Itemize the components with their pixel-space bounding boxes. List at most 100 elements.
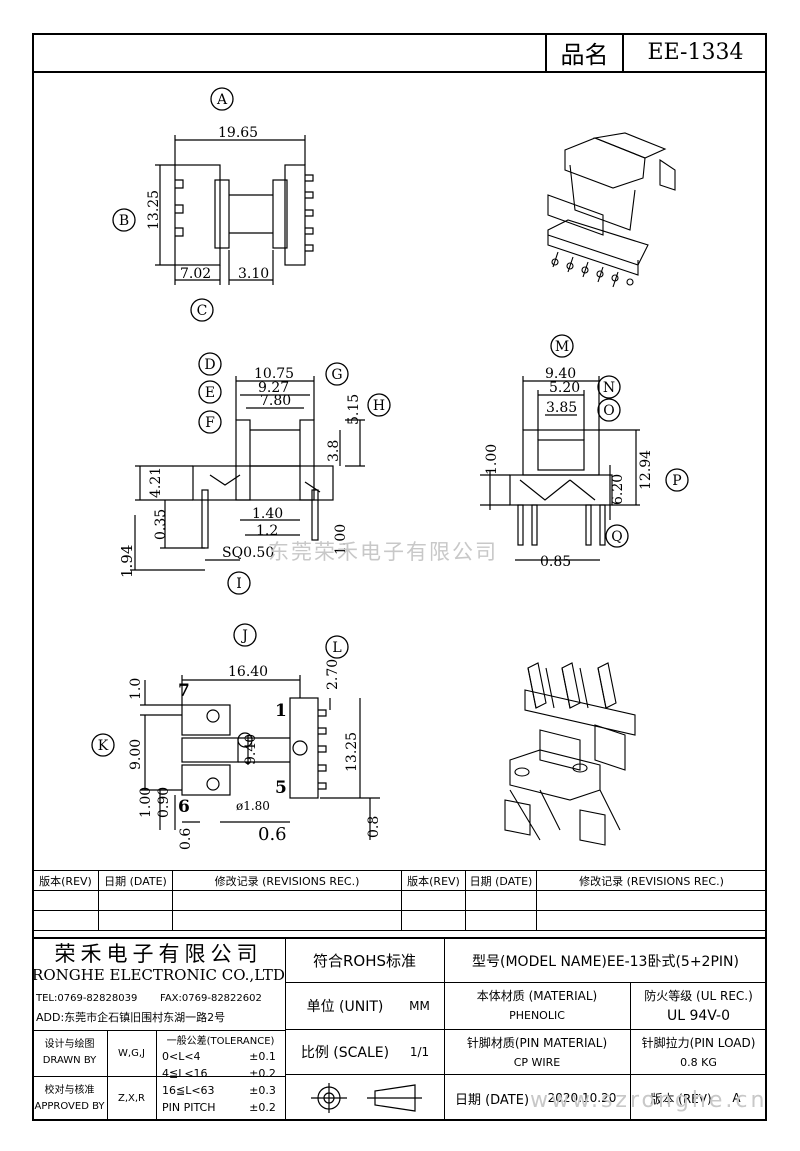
dim-d-1: 10.75 — [254, 366, 294, 382]
approved-by-value: Z,X,R — [117, 1093, 145, 1104]
callout-p: P — [672, 473, 681, 489]
view-d-front — [130, 376, 365, 571]
tolerance-range: 16≦L<63 — [162, 1084, 215, 1097]
dim-j-b3: 0.8 — [366, 816, 382, 838]
model-name: 型号(MODEL NAME)EE-13卧式(5+2PIN) — [472, 953, 739, 970]
drawing-frame — [32, 33, 767, 1121]
rev-col-rev: 版本(REV) — [32, 870, 99, 891]
dim-m-pitch: 0.85 — [540, 554, 571, 570]
view-j-bottom — [140, 675, 380, 840]
rev-value: A — [732, 1091, 741, 1105]
revision-header-row: 版本(REV) 日期 (DATE) 修改记录 (REVISIONS REC.) … — [32, 870, 767, 891]
scale-value: 1/1 — [409, 1045, 430, 1059]
dim-d-3: 7.80 — [260, 393, 291, 409]
callout-g: G — [331, 367, 342, 383]
pin-label-7: 7 — [178, 681, 190, 701]
drawn-by-value: W,G,J — [118, 1047, 145, 1059]
company-address: ADD:东莞市企石镇旧围村东湖一路2号 — [36, 1011, 226, 1024]
callout-f: F — [205, 415, 215, 431]
dim-d-pin-sq: SQ0.50 — [222, 545, 274, 561]
dim-m-v2: 6.20 — [610, 474, 626, 505]
dim-d-right-pin: 1.00 — [333, 524, 349, 555]
dim-j-d1: 1.00 — [138, 787, 154, 818]
pin-label-6: 6 — [178, 797, 190, 817]
tolerance-value: ±0.1 — [249, 1050, 276, 1063]
dim-j-b1: 0.6 — [178, 828, 194, 850]
tolerance-value: ±0.2 — [249, 1101, 276, 1114]
fire-rating-value: UL 94V-0 — [666, 1008, 731, 1024]
rev-col-date: 日期 (DATE) — [98, 870, 173, 891]
dim-a-height: 13.25 — [146, 190, 162, 230]
product-model: EE-1334 — [622, 33, 767, 73]
callout-h: H — [373, 398, 385, 414]
watermark: 东莞荣禾电子有限公司 — [268, 540, 498, 564]
dim-j-v-top: 1.0 — [128, 678, 144, 700]
table-row — [32, 910, 767, 931]
product-name-label: 品名 — [545, 33, 622, 73]
scale-label: 比例 (SCALE) — [300, 1045, 390, 1061]
unit-label: 单位 (UNIT) — [306, 999, 384, 1015]
dim-d-total: 1.94 — [118, 545, 136, 578]
material-value: PHENOLIC — [509, 1008, 565, 1022]
tolerance-title: 一般公差(TOLERANCE) — [166, 1036, 275, 1047]
dim-m-v3: 12.94 — [638, 450, 654, 490]
dim-d-h1: 5.15 — [346, 394, 362, 425]
tolerance-range: 0<L<4 — [162, 1050, 201, 1063]
rev-col-date-2: 日期 (DATE) — [465, 870, 537, 891]
tolerance-range: PIN PITCH — [162, 1101, 216, 1114]
date-label: 日期 (DATE) — [454, 1092, 530, 1108]
dim-j-b2: 0.6 — [258, 824, 287, 845]
approved-by-label: APPROVED BY — [34, 1100, 105, 1112]
rohs-label: 符合ROHS标准 — [312, 952, 417, 970]
callout-i: I — [236, 576, 242, 592]
tolerance-value: ±0.2 — [249, 1067, 276, 1080]
callout-m: M — [555, 339, 569, 355]
tolerance-range: 4≦L<16 — [162, 1067, 208, 1080]
fire-rating-label: 防火等级 (UL REC.) — [644, 988, 753, 1003]
callout-e: E — [205, 385, 215, 401]
pin-label-1: 1 — [275, 701, 287, 721]
callout-circles — [91, 87, 689, 757]
rev-label: 版本 (REV) — [650, 1091, 712, 1106]
callout-letters: A B C D E F G H I J K L M N O P Q — [98, 92, 682, 754]
dim-a-center: 3.10 — [238, 266, 269, 282]
dim-a-left: 7.02 — [180, 266, 211, 282]
dim-j-d2: 0.90 — [156, 787, 172, 818]
company-name-cn: 荣禾电子有限公司 — [54, 942, 263, 966]
engineering-drawing: A B C D E F G H I J K L M N O P Q 19 — [91, 87, 689, 850]
dim-d-pin-len: 0.35 — [153, 509, 169, 540]
company-tel: TEL:0769-82828039 — [36, 992, 138, 1004]
callout-b: B — [119, 213, 129, 229]
rev-col-rec-2: 修改记录 (REVISIONS REC.) — [536, 870, 767, 891]
iso-view-bottom — [504, 662, 636, 846]
dim-a-width: 19.65 — [218, 125, 258, 141]
material-label: 本体材质 (MATERIAL) — [476, 988, 598, 1003]
dim-j-v-left: 9.00 — [128, 739, 144, 770]
dim-j-hole: ø1.80 — [236, 799, 270, 813]
dim-j-top-len: 16.40 — [228, 664, 268, 680]
dim-m-3: 3.85 — [546, 400, 577, 416]
callout-j: J — [240, 628, 248, 644]
callout-c: C — [197, 303, 208, 319]
pin-load-label: 针脚拉力(PIN LOAD) — [641, 1035, 756, 1050]
company-fax: FAX:0769-82822602 — [160, 992, 262, 1004]
title-block: 荣禾电子有限公司 RONGHE ELECTRONIC CO.,LTD TEL:0… — [32, 937, 767, 1121]
company-name-en: RONGHE ELECTRONIC CO.,LTD — [32, 966, 285, 984]
revision-table: 版本(REV) 日期 (DATE) 修改记录 (REVISIONS REC.) … — [32, 870, 767, 931]
callout-q: Q — [611, 529, 622, 545]
header-rule — [32, 71, 767, 73]
unit-value: MM — [409, 999, 430, 1013]
tolerance-value: ±0.3 — [249, 1084, 276, 1097]
pin-material-value: CP WIRE — [513, 1055, 561, 1069]
dim-j-inner: 9.40 — [243, 734, 259, 765]
pin-material-label: 针脚材质(PIN MATERIAL) — [466, 1035, 608, 1050]
check-label: 校对与核准 — [44, 1084, 95, 1096]
rev-col-rec: 修改记录 (REVISIONS REC.) — [172, 870, 402, 891]
projection-symbol-icon — [311, 1083, 422, 1113]
dim-d-p1: 1.40 — [252, 506, 283, 522]
view-a-top — [155, 135, 314, 285]
dim-d-h2: 3.8 — [326, 440, 342, 462]
watermark-url: www.szronghe.cn — [530, 1088, 768, 1113]
dim-j-h-right: 2.70 — [325, 659, 341, 690]
drawn-by-label: DRAWN BY — [42, 1054, 97, 1066]
